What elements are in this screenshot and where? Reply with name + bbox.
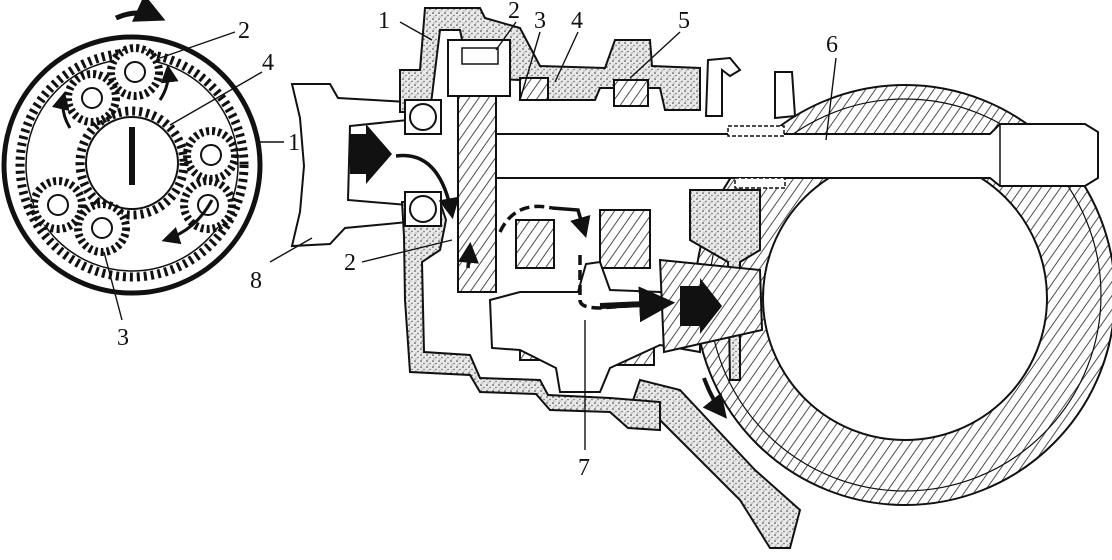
flow-arrow-icon — [458, 241, 479, 269]
leader-line — [399, 21, 433, 41]
rotation-arrow-icon — [114, 0, 166, 22]
rotation-arrow-icon — [158, 64, 179, 101]
leader-line — [159, 31, 236, 59]
housing-upper — [399, 7, 701, 113]
planetary-schematic: 2 4 1 3 — [1, 0, 300, 351]
callout-label: 8 — [250, 268, 262, 294]
bevel-ring-gear-bore — [762, 155, 1048, 441]
callout-label: 3 — [534, 8, 546, 34]
bearing-housing-right — [689, 189, 761, 381]
sun-gear-column — [457, 95, 497, 293]
planet-gear — [30, 177, 86, 233]
planet-gear — [64, 70, 120, 126]
rotation-arrow-icon — [161, 199, 214, 245]
bevel-ring-gear — [694, 84, 1112, 506]
leader-line — [554, 31, 579, 83]
planet-gear — [74, 200, 130, 256]
axle-shaft — [465, 123, 1099, 187]
housing-lower — [400, 201, 661, 432]
callout-label: 4 — [571, 8, 583, 34]
leader-line — [103, 251, 123, 321]
flow-arrow-icon — [680, 278, 722, 334]
bearing — [404, 99, 442, 135]
coil-spring — [734, 177, 786, 189]
seal-bracket — [704, 56, 742, 117]
planet-gear — [183, 127, 239, 183]
planet-pin — [461, 47, 499, 65]
sun-gear-shaft-mark — [129, 127, 135, 185]
callout-label: 1 — [378, 8, 390, 34]
leader-line — [361, 239, 453, 263]
callout-label: 2 — [508, 0, 520, 24]
flow-arrow-icon — [702, 377, 727, 419]
seal-cover — [774, 71, 797, 120]
callout-label: 2 — [344, 250, 356, 276]
callout-label: 5 — [678, 8, 690, 34]
callout-label: 4 — [262, 50, 274, 76]
flow-arrow-icon — [551, 206, 591, 239]
callout-label: 1 — [288, 130, 300, 156]
callout-label: 7 — [578, 455, 590, 481]
final-drive-section: 1 2 3 4 5 6 7 8 2 — [250, 0, 1112, 549]
coil-spring — [727, 125, 785, 137]
ring-gear-outer — [1, 34, 263, 296]
leader-line — [169, 71, 263, 126]
bearing — [404, 191, 442, 227]
callout-label: 2 — [238, 18, 250, 44]
sun-gear-teeth — [75, 106, 189, 220]
leader-line — [519, 31, 541, 101]
rotation-arrow-icon — [51, 91, 72, 129]
leader-line — [825, 57, 837, 141]
flow-arrow-icon — [395, 153, 460, 220]
callout-label: 3 — [117, 325, 129, 351]
flow-arrow-icon — [350, 124, 392, 184]
leader-line — [629, 31, 681, 79]
flow-arrow-icon — [498, 204, 553, 233]
leader-line — [269, 237, 313, 263]
flow-arrow-icon — [599, 286, 676, 323]
leader-line — [495, 21, 517, 51]
planet-gear — [107, 44, 163, 100]
callout-label: 6 — [826, 32, 838, 58]
flow-arrow-icon — [578, 255, 641, 310]
